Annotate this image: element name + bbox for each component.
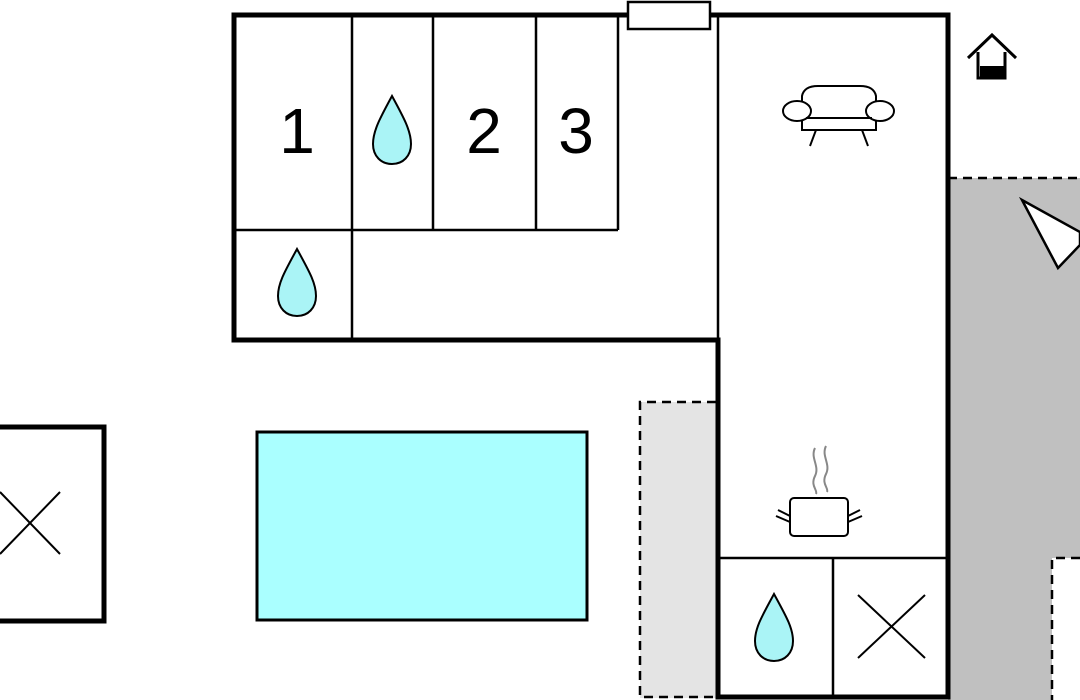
room-label-2: 2 xyxy=(466,95,502,167)
terrace-center xyxy=(640,402,716,698)
interior-walls xyxy=(234,15,948,697)
cross-icon xyxy=(857,594,926,659)
water-drop-icon xyxy=(276,246,318,318)
north-arrow-icon xyxy=(1018,196,1080,271)
water-drop-icon xyxy=(753,591,795,663)
window xyxy=(626,0,712,31)
terrace-center-border xyxy=(638,400,716,699)
sofa-icon xyxy=(782,85,895,147)
water-drop-icon xyxy=(371,93,413,166)
house-floor-icon xyxy=(966,32,1018,80)
cooking-pot-icon xyxy=(775,445,863,537)
room-label-3: 3 xyxy=(558,95,594,167)
terrace-east xyxy=(948,178,1080,700)
room-label-1: 1 xyxy=(279,95,315,167)
main-building-walls xyxy=(231,12,951,700)
terrace-east-border xyxy=(948,176,1080,700)
outbuilding xyxy=(0,424,107,624)
swimming-pool xyxy=(255,430,589,622)
cross-icon xyxy=(0,491,61,555)
